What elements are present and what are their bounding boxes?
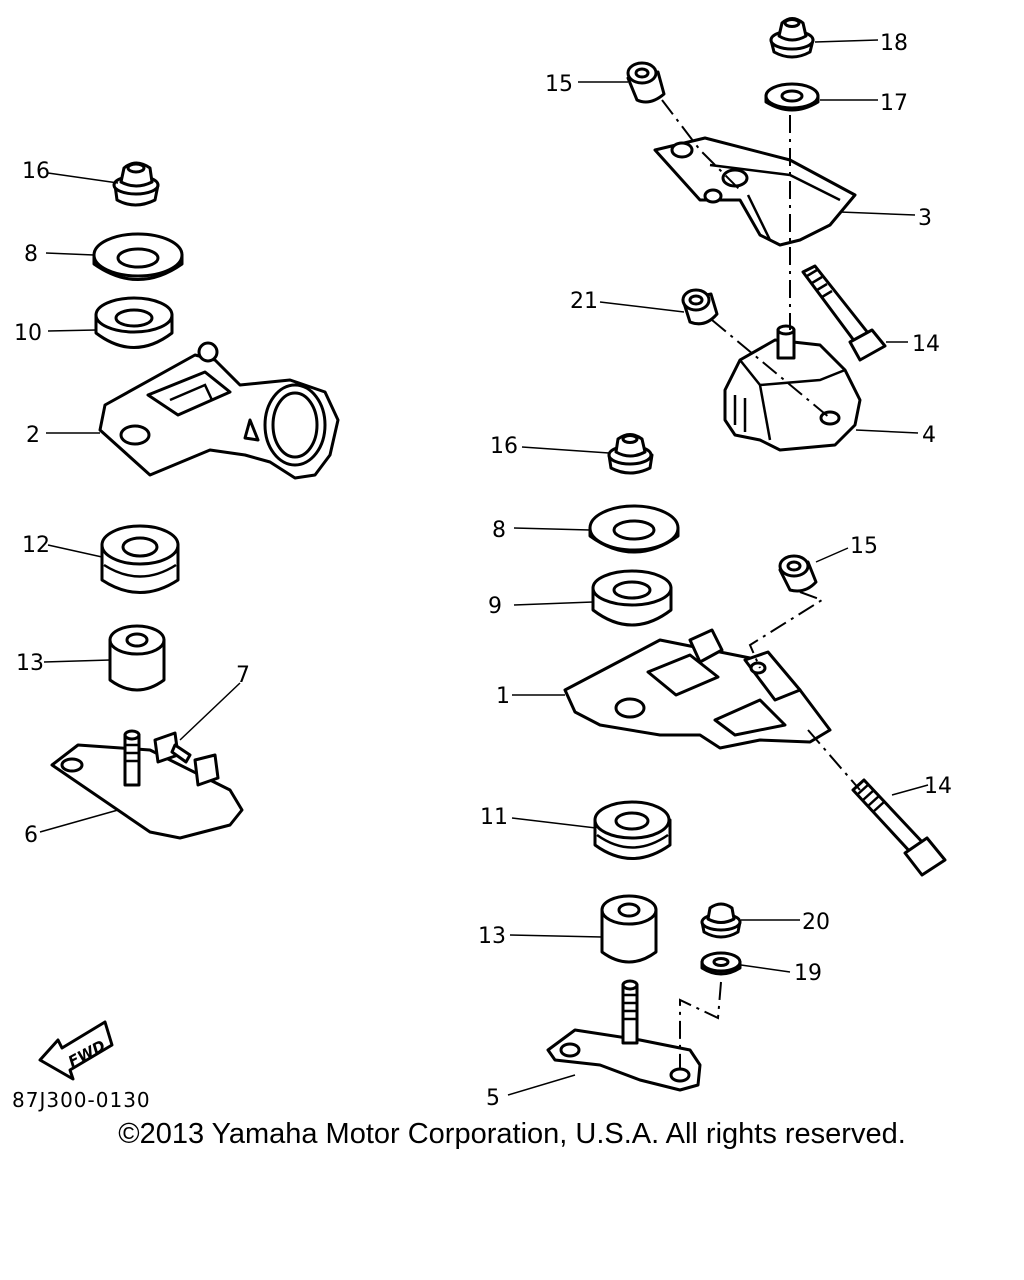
part-1-bracket <box>563 628 832 750</box>
part-8-washer-right <box>588 504 680 554</box>
callout-7: 7 <box>236 663 250 688</box>
part-14-bolt-bottom <box>851 778 947 877</box>
callout-18: 18 <box>880 31 908 56</box>
callout-14-bottom: 14 <box>924 774 952 799</box>
callout-17: 17 <box>880 91 908 116</box>
part-20-nut <box>700 902 742 939</box>
callout-13-left: 13 <box>16 651 44 676</box>
fwd-arrow-icon: FWD <box>38 1020 114 1081</box>
callout-20: 20 <box>802 910 830 935</box>
part-4-mount-block <box>723 324 862 452</box>
assembly-line-15 <box>748 591 825 669</box>
callout-11: 11 <box>480 805 508 830</box>
part-10-spacer <box>94 296 174 349</box>
callout-21: 21 <box>570 289 598 314</box>
callout-1: 1 <box>496 684 510 709</box>
part-17-washer <box>764 82 820 112</box>
part-13-collar-right <box>600 894 658 964</box>
callout-6: 6 <box>24 823 38 848</box>
callout-10: 10 <box>14 321 42 346</box>
callout-4: 4 <box>922 423 936 448</box>
callout-8-right: 8 <box>492 518 506 543</box>
part-19-washer <box>700 951 742 976</box>
part-8-washer-left <box>92 232 184 281</box>
part-16-nut-left <box>112 161 160 207</box>
part-3-bracket <box>653 136 857 247</box>
part-15-nut-top <box>626 61 666 104</box>
part-18-nut <box>769 17 815 59</box>
assembly-line-21 <box>711 319 831 419</box>
callout-5: 5 <box>486 1086 500 1111</box>
part-16-nut-right <box>607 433 654 475</box>
callout-13-right: 13 <box>478 924 506 949</box>
part-15-nut-right <box>778 554 818 593</box>
part-2-bracket <box>98 341 340 480</box>
part-21-nut <box>681 288 719 326</box>
assembly-line-3 <box>661 99 741 191</box>
callout-14-top: 14 <box>912 332 940 357</box>
callout-19: 19 <box>794 961 822 986</box>
callout-15-right: 15 <box>850 534 878 559</box>
copyright-notice: ©2013 Yamaha Motor Corporation, U.S.A. A… <box>118 1118 906 1150</box>
leader-lines <box>39 39 929 1096</box>
part-13-collar-left <box>108 624 166 692</box>
callout-3: 3 <box>918 206 932 231</box>
part-7-clip <box>153 731 220 787</box>
part-11-grommet <box>593 800 672 860</box>
callout-16-right: 16 <box>490 434 518 459</box>
callout-8-left: 8 <box>24 242 38 267</box>
callout-16-left: 16 <box>22 159 50 184</box>
callout-12: 12 <box>22 533 50 558</box>
callout-9: 9 <box>488 594 502 619</box>
part-5-mount-plate <box>546 979 702 1092</box>
assembly-line-14 <box>807 729 861 791</box>
part-12-grommet-left <box>100 524 180 594</box>
diagram-code: 87J300-0130 <box>12 1088 151 1112</box>
part-9-spacer <box>591 569 673 627</box>
callout-2: 2 <box>26 423 40 448</box>
callout-15-top: 15 <box>545 72 573 97</box>
assembly-line-19 <box>679 981 722 1070</box>
part-14-bolt-top <box>801 264 887 362</box>
part-6-mount-plate <box>50 729 244 840</box>
